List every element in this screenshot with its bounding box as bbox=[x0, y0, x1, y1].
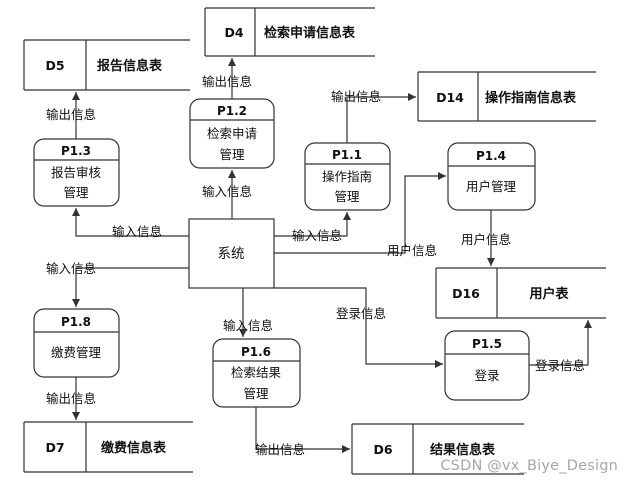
process-title: 管理 bbox=[334, 189, 360, 204]
flow-label: 输出信息 bbox=[331, 89, 381, 104]
store-id: D14 bbox=[436, 90, 464, 105]
store-name: 用户表 bbox=[528, 286, 569, 302]
data-store-d5: D5 报告信息表 bbox=[23, 39, 190, 91]
data-store-d7: D7 缴费信息表 bbox=[23, 421, 193, 473]
flow-system-to-p15 bbox=[274, 287, 443, 368]
flow-label: 输入信息 bbox=[46, 261, 96, 276]
process-title: 管理 bbox=[219, 147, 245, 162]
external-entity-system: 系统 bbox=[188, 218, 275, 289]
process-id: P1.6 bbox=[241, 345, 271, 359]
data-store-d14: D14 操作指南信息表 bbox=[417, 71, 596, 122]
watermark: CSDN @vx_Biye_Design bbox=[440, 458, 618, 474]
flow-label: 用户信息 bbox=[387, 243, 437, 258]
store-name: 缴费信息表 bbox=[101, 440, 167, 456]
flow-label: 输入信息 bbox=[292, 228, 342, 243]
store-name: 操作指南信息表 bbox=[485, 90, 577, 106]
flow-system-to-p18 bbox=[72, 267, 189, 307]
process-title: 缴费管理 bbox=[51, 345, 102, 360]
store-id: D7 bbox=[45, 440, 64, 455]
flow-system-to-p14 bbox=[274, 172, 446, 254]
process-id: P1.3 bbox=[61, 144, 91, 158]
flow-label: 登录信息 bbox=[535, 358, 585, 373]
flow-label: 用户信息 bbox=[461, 232, 511, 247]
process-title: 检索申请 bbox=[207, 126, 257, 141]
flow-label: 输入信息 bbox=[202, 184, 252, 199]
process-title: 管理 bbox=[63, 185, 89, 200]
process-p1-5: P1.5 登录 bbox=[444, 330, 530, 401]
process-p1-6: P1.6 检索结果 管理 bbox=[212, 338, 301, 408]
process-p1-1: P1.1 操作指南 管理 bbox=[304, 142, 391, 211]
store-name: 检索申请信息表 bbox=[264, 25, 356, 41]
process-id: P1.4 bbox=[476, 149, 506, 163]
flow-label: 输出信息 bbox=[202, 74, 252, 89]
process-p1-8: P1.8 缴费管理 bbox=[33, 308, 120, 378]
process-p1-3: P1.3 报告审核 管理 bbox=[33, 138, 120, 207]
process-title: 登录 bbox=[474, 368, 499, 383]
store-name: 结果信息表 bbox=[430, 442, 496, 458]
store-id: D16 bbox=[452, 286, 480, 301]
flow-label: 输入信息 bbox=[223, 318, 273, 333]
flow-p16-to-d6 bbox=[255, 407, 350, 453]
flow-p11-to-d14 bbox=[346, 93, 416, 143]
flow-label: 输入信息 bbox=[112, 224, 162, 239]
process-id: P1.5 bbox=[472, 337, 502, 351]
store-id: D4 bbox=[224, 25, 243, 40]
store-id: D6 bbox=[373, 442, 392, 457]
process-id: P1.2 bbox=[217, 104, 247, 118]
flow-system-to-p13 bbox=[72, 208, 189, 237]
flow-p15-to-d16 bbox=[529, 320, 592, 366]
flow-label: 输出信息 bbox=[46, 107, 96, 122]
flow-label: 登录信息 bbox=[336, 306, 386, 321]
flow-label: 输出信息 bbox=[46, 391, 96, 406]
process-title: 用户管理 bbox=[466, 179, 517, 194]
data-store-d4: D4 检索申请信息表 bbox=[204, 7, 375, 57]
entity-label: 系统 bbox=[218, 246, 245, 262]
store-id: D5 bbox=[45, 58, 64, 73]
process-title: 管理 bbox=[243, 386, 269, 401]
process-id: P1.8 bbox=[61, 315, 91, 329]
process-id: P1.1 bbox=[332, 148, 362, 162]
process-p1-2: P1.2 检索申请 管理 bbox=[189, 98, 275, 169]
process-p1-4: P1.4 用户管理 bbox=[447, 142, 536, 211]
process-title: 报告审核 bbox=[51, 165, 102, 180]
data-store-d16: D16 用户表 bbox=[435, 267, 606, 319]
flow-system-to-p11 bbox=[274, 212, 351, 237]
data-store-d6: D6 结果信息表 bbox=[351, 423, 524, 475]
process-title: 检索结果 bbox=[231, 365, 282, 380]
flow-label: 输出信息 bbox=[255, 442, 305, 457]
store-name: 报告信息表 bbox=[97, 58, 163, 74]
process-title: 操作指南 bbox=[322, 169, 372, 184]
